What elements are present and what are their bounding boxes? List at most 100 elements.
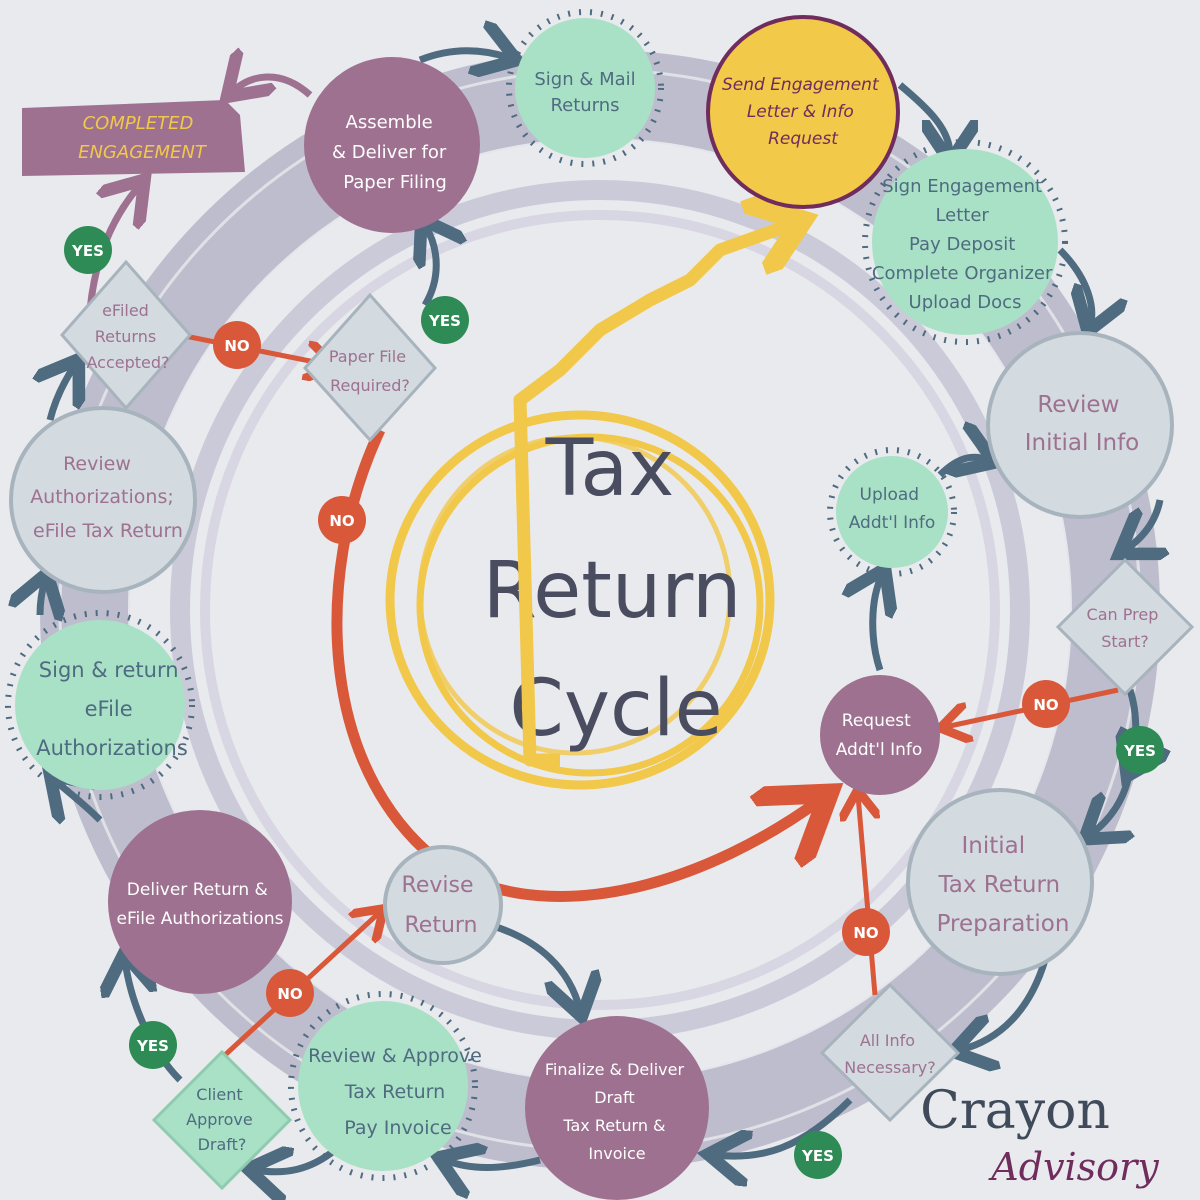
node-send-engagement: Send Engagement Letter & Info Request: [706, 15, 900, 209]
initial-prep-line-2: Tax Return: [938, 872, 1061, 898]
svg-text:YES: YES: [1123, 742, 1156, 760]
banner-line-2: ENGAGEMENT: [78, 142, 208, 163]
sign-mail-line-1: Sign & Mail: [534, 69, 635, 90]
sign-engagement-line-2: Letter: [935, 205, 989, 226]
review-approve-line-3: Pay Invoice: [344, 1117, 451, 1139]
client-approve-line-1: Client: [196, 1085, 242, 1104]
node-sign-engagement: Sign Engagement Letter Pay Deposit Compl…: [862, 139, 1068, 345]
svg-text:NO: NO: [853, 924, 878, 942]
review-approve-line-2: Tax Return: [344, 1081, 445, 1103]
paper-file-line-2: Required?: [330, 376, 410, 395]
initial-prep-line-3: Preparation: [937, 911, 1070, 937]
svg-text:Revise Return: Revise Return: [402, 873, 481, 938]
efiled-accepted-line-1: eFiled: [102, 301, 149, 320]
yes-badge: YES: [129, 1021, 177, 1069]
review-initial-line-1: Review: [1037, 392, 1119, 418]
review-auth-line-3: eFile Tax Return: [33, 520, 183, 542]
sign-engagement-line-3: Pay Deposit: [909, 234, 1015, 255]
node-request-addtl: Request Addt'l Info: [820, 675, 940, 795]
decision-paper-file: Paper File Required?: [302, 292, 438, 443]
deliver-return-line-1: Deliver Return &: [127, 880, 268, 900]
svg-text:NO: NO: [224, 337, 249, 355]
svg-text:NO: NO: [1033, 696, 1058, 714]
decision-can-prep: Can Prep Start?: [1055, 557, 1195, 697]
paper-file-line-1: Paper File: [329, 347, 406, 366]
client-approve-line-3: Draft?: [198, 1135, 247, 1154]
finalize-line-3: Tax Return &: [562, 1116, 665, 1135]
client-approve-line-2: Approve: [186, 1110, 253, 1129]
send-engagement-line-3: Request: [768, 129, 839, 149]
node-upload-addtl: Upload Addt'l Info: [827, 447, 957, 577]
no-badge: NO: [266, 969, 314, 1017]
no-badge: NO: [1022, 680, 1070, 728]
svg-text:Request Addt'l Info: Request Addt'l Info: [836, 711, 923, 760]
sign-engagement-line-1: Sign Engagement: [882, 176, 1042, 197]
send-engagement-line-1: Send Engagement: [722, 75, 880, 95]
sign-return-efile-line-3: Authorizations: [36, 736, 188, 760]
decision-all-info: All Info Necessary?: [819, 982, 961, 1123]
send-engagement-line-2: Letter & Info: [747, 102, 854, 122]
node-assemble: Assemble & Deliver for Paper Filing: [304, 57, 480, 233]
assemble-line-3: Paper Filing: [343, 172, 447, 193]
node-review-auth: Review Authorizations; eFile Tax Return: [9, 406, 197, 594]
upload-addtl-line-2: Addt'l Info: [849, 513, 936, 533]
node-review-approve: Review & Approve Tax Return Pay Invoice: [288, 991, 482, 1181]
request-addtl-line-1: Request: [842, 711, 911, 731]
finalize-line-1: Finalize & Deliver: [545, 1060, 685, 1079]
node-initial-prep: Initial Tax Return Preparation: [906, 788, 1094, 976]
sign-mail-line-2: Returns: [550, 95, 619, 116]
review-approve-line-1: Review & Approve: [308, 1045, 482, 1067]
review-auth-line-1: Review: [63, 453, 131, 475]
brand-name: Crayon: [920, 1081, 1110, 1141]
svg-text:YES: YES: [136, 1037, 169, 1055]
svg-text:Assemble & Deliver for: Assemble & Deliver for Paper Filing: [332, 112, 452, 193]
banner-line-1: COMPLETED: [83, 113, 194, 134]
sign-return-efile-line-2: eFile: [85, 697, 133, 721]
no-badge: NO: [213, 321, 261, 369]
upload-addtl-line-1: Upload: [860, 485, 920, 505]
yes-badge: YES: [421, 296, 469, 344]
initial-prep-line-1: Initial: [962, 833, 1026, 859]
svg-text:All Info Necessary?: All Info Necessary?: [844, 1031, 935, 1077]
assemble-line-2: & Deliver for: [332, 142, 447, 163]
node-finalize: Finalize & Deliver Draft Tax Return & In…: [525, 1016, 709, 1200]
svg-text:NO: NO: [329, 512, 354, 530]
brand-logo: Crayon Advisory: [920, 1081, 1159, 1189]
can-prep-line-2: Start?: [1101, 632, 1149, 651]
yellow-arrow: [513, 225, 790, 767]
svg-text:YES: YES: [428, 312, 461, 330]
svg-text:Send Engagement Letter &: Send Engagement Letter & Info Request: [722, 75, 884, 149]
svg-text:eFiled Returns Acc: eFiled Returns Accepted?: [86, 301, 169, 372]
completed-engagement-banner: COMPLETED ENGAGEMENT: [22, 100, 245, 176]
all-info-line-1: All Info: [860, 1031, 915, 1050]
svg-text:NO: NO: [277, 985, 302, 1003]
node-revise: Revise Return: [383, 845, 503, 965]
efiled-accepted-line-2: Returns: [95, 327, 156, 346]
svg-text:Finalize & Deliver Draft: Finalize & Deliver Draft Tax Return & In…: [545, 1060, 689, 1163]
node-sign-return-efile: Sign & return eFile Authorizations: [5, 610, 195, 800]
svg-text:Sign & return eFile: Sign & return eFile Authorizations: [36, 658, 188, 760]
svg-text:Deliver Return & eFile A: Deliver Return & eFile Authorizations: [116, 880, 283, 929]
svg-text:Review Initial Info: Review Initial Info: [1025, 392, 1139, 456]
no-badges: NO NO NO NO NO: [213, 321, 1070, 1017]
revise-line-2: Return: [404, 913, 477, 938]
yes-badge: YES: [1116, 726, 1164, 774]
revise-line-1: Revise: [402, 873, 474, 898]
all-info-line-2: Necessary?: [844, 1058, 935, 1077]
decision-efiled-accepted: eFiled Returns Accepted?: [60, 259, 192, 411]
center-title: Tax Return Cycle: [385, 410, 775, 790]
node-review-initial: Review Initial Info: [986, 331, 1174, 519]
efiled-accepted-line-3: Accepted?: [86, 353, 169, 372]
svg-text:Review Authorizations;: Review Authorizations; eFile Tax Return: [30, 453, 183, 542]
sign-engagement-line-4: Complete Organizer: [872, 263, 1053, 284]
svg-text:Paper File Required?: Paper File Required?: [329, 347, 411, 395]
svg-text:Client Approve Dra: Client Approve Draft?: [186, 1085, 258, 1154]
svg-text:Sign Engagement Letter: Sign Engagement Letter Pay Deposit Compl…: [872, 176, 1058, 313]
title-line-1: Tax: [545, 424, 675, 514]
assemble-line-1: Assemble: [346, 112, 433, 133]
svg-text:Can Prep Start?: Can Prep Start?: [1087, 605, 1164, 651]
